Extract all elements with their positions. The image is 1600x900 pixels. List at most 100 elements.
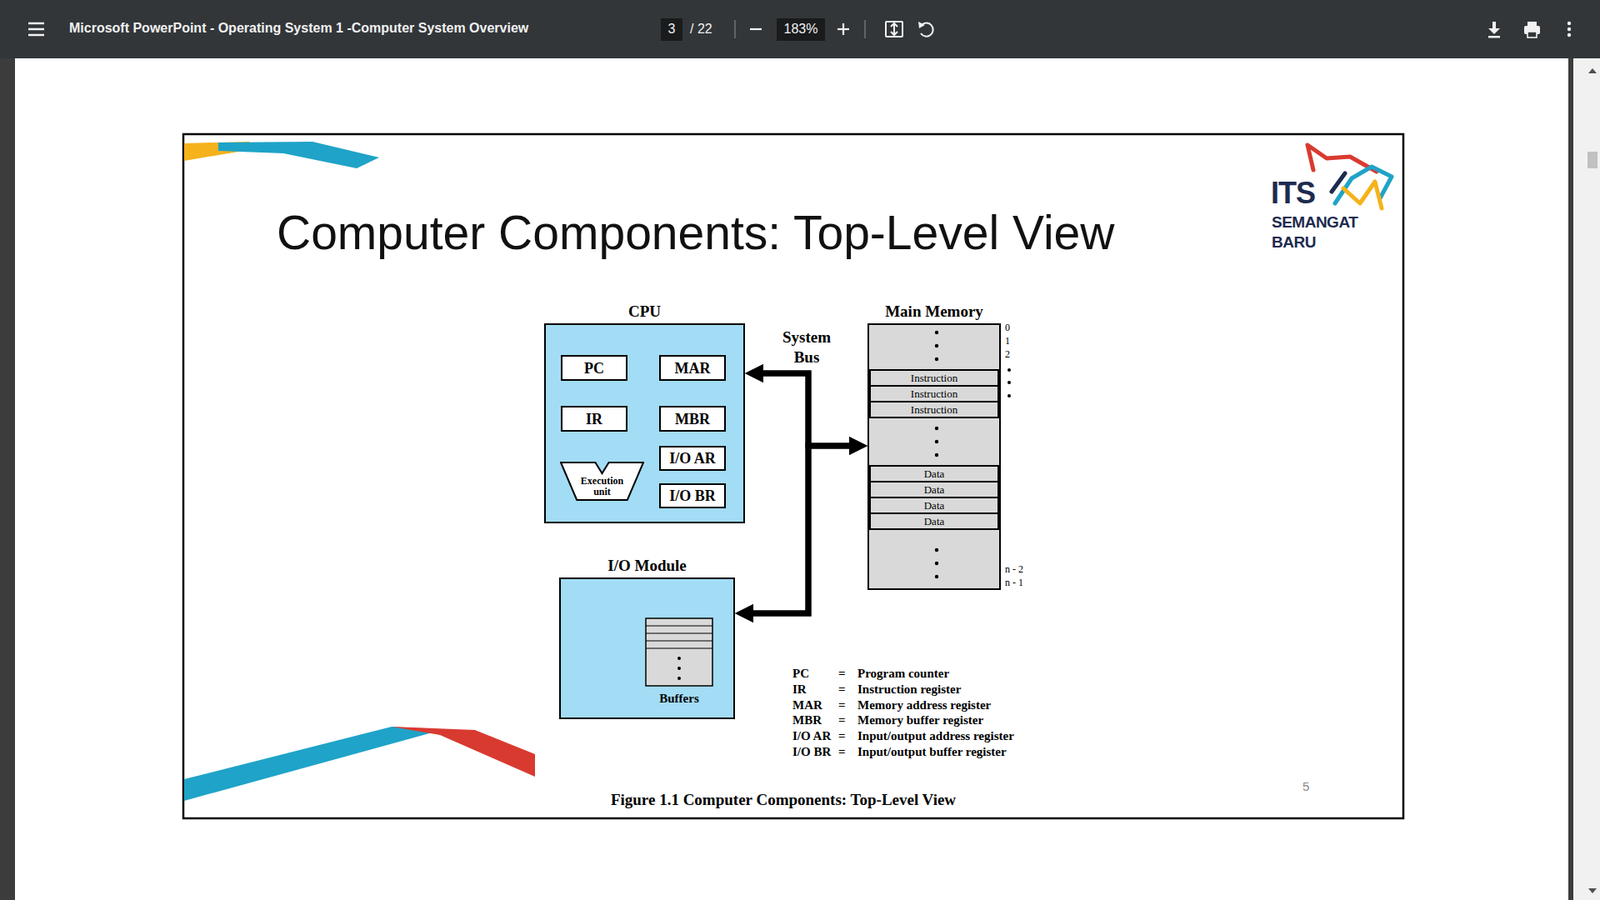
bus-line: [752, 373, 809, 614]
box-label: MBR: [675, 410, 710, 428]
legend-equals: =: [838, 712, 846, 728]
legend-equals: =: [838, 681, 846, 697]
legend-abbreviation: I/O BR: [792, 744, 831, 760]
scroll-arrow: [1588, 68, 1597, 74]
box-heading: CPU: [545, 302, 744, 321]
slide-title: Computer Components: Top-Level View: [276, 203, 1115, 262]
register-box: MBR: [659, 405, 726, 432]
memory-cell: Data: [869, 512, 1000, 530]
logo-text: ITS: [1270, 176, 1315, 210]
memory-cell: Data: [869, 496, 1000, 515]
legend-definition: Memory address register: [857, 697, 991, 713]
address-label: n - 2: [1005, 563, 1024, 575]
io-module-fill: [559, 577, 735, 720]
address-label: 1: [1005, 335, 1010, 347]
box-label: I/O AR: [669, 450, 716, 467]
document-title: Microsoft PowerPoint - Operating System …: [69, 20, 529, 37]
memory-box: Main MemoryInstructionInstructionInstruc…: [867, 323, 1001, 590]
legend-equals: =: [838, 697, 846, 713]
slide-stripe: [218, 141, 380, 169]
zoom-input: [776, 18, 825, 41]
legend-abbreviation: MBR: [792, 712, 822, 728]
execution-unit: Execution unit: [560, 461, 645, 501]
slide-number: 5: [1302, 779, 1310, 794]
toolbar: [0, 0, 1600, 59]
arrowhead: [735, 604, 754, 623]
box-heading: I/O Module: [560, 556, 734, 575]
box-label: MAR: [675, 360, 711, 377]
page-count: / 22: [690, 20, 713, 38]
box-label: Data: [924, 483, 945, 496]
legend-abbreviation: I/O AR: [792, 728, 831, 744]
box-label: Data: [924, 515, 945, 528]
menu-icon: [28, 23, 45, 35]
legend-definition: Input/output address register: [857, 728, 1015, 744]
legend-abbreviation: PC: [792, 665, 810, 681]
slide-stripe: [184, 726, 442, 801]
logo-mark: [1307, 145, 1392, 209]
memory-cell: Instruction: [869, 385, 1000, 403]
legend-equals: =: [838, 728, 846, 744]
register-box: IR: [560, 405, 628, 432]
arrowhead: [745, 364, 764, 383]
box-label: Instruction: [910, 371, 958, 385]
scrollbar: [1573, 58, 1600, 900]
legend-equals: =: [838, 744, 846, 760]
logo-text: SEMANGAT: [1271, 213, 1358, 232]
memory-cell: Instruction: [869, 369, 1000, 387]
arrowhead: [745, 364, 764, 383]
register-box: I/O BR: [659, 483, 726, 509]
bus-connector: [735, 364, 809, 623]
scroll-thumb: [1587, 151, 1598, 169]
legend-definition: Input/output buffer register: [857, 744, 1007, 760]
arrowhead: [849, 436, 868, 455]
download-icon: [1488, 21, 1500, 39]
cpu-box: CPUPCMARIRMBRI/O ARExecution unitI/O BR: [544, 323, 745, 524]
slide-stripe: [391, 726, 535, 777]
page-input: [660, 18, 683, 41]
bus-line: [752, 445, 850, 614]
arrowhead: [735, 604, 754, 623]
legend-equals: =: [838, 665, 846, 681]
memory-cell: Data: [869, 480, 1000, 499]
fit-icon: [885, 21, 903, 37]
register-box: I/O AR: [659, 445, 726, 471]
box-label: IR: [585, 410, 603, 428]
box-label: Instruction: [910, 403, 958, 416]
figure-caption: Figure 1.1 Computer Components: Top-Leve…: [450, 790, 1117, 810]
logo-text: BARU: [1271, 233, 1316, 252]
print-icon: [1524, 21, 1540, 38]
buffer-stack: [645, 618, 713, 686]
box-label: PC: [584, 360, 605, 377]
rotate-icon: [918, 21, 934, 37]
box-heading: Main Memory: [869, 302, 1000, 321]
bus-label: System Bus: [773, 327, 840, 368]
buffers: Buffers: [637, 615, 721, 707]
box-label: Instruction: [910, 387, 958, 400]
box-label: Data: [924, 499, 945, 512]
scroll-arrow: [1588, 888, 1597, 894]
arrowhead: [849, 436, 868, 455]
register-box: PC: [560, 355, 628, 381]
zoom-in-icon: [837, 23, 850, 35]
zoom-level: 183%: [776, 20, 825, 38]
box-label: Execution unit: [576, 475, 629, 498]
memory-fill: [867, 323, 1001, 590]
legend-abbreviation: IR: [792, 681, 807, 697]
more-icon: [1567, 21, 1571, 37]
legend-definition: Instruction register: [857, 681, 961, 697]
memory-cell: Instruction: [869, 400, 1000, 419]
memory-cell: Data: [869, 465, 1000, 483]
box-label: I/O BR: [669, 487, 716, 505]
io-module-box: I/O ModuleBuffers: [559, 577, 735, 720]
address-label: n - 1: [1005, 576, 1024, 589]
legend-definition: Memory buffer register: [857, 712, 984, 728]
box-label: Buffers: [659, 690, 700, 707]
execution-unit-shape: [560, 462, 644, 500]
legend-definition: Program counter: [857, 665, 950, 681]
slide-frame: [183, 134, 1404, 819]
box-label: Data: [924, 467, 945, 480]
register-box: MAR: [659, 355, 726, 381]
